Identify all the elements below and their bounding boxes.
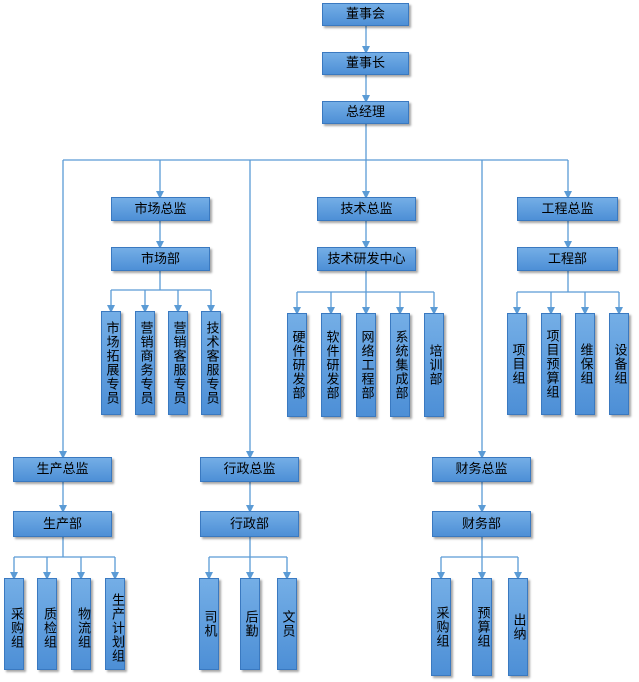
eng-unit-node: 项目预算组 xyxy=(541,313,561,415)
production-director-node: 生产总监 xyxy=(13,457,112,482)
admin-unit-node: 后勤 xyxy=(240,578,260,670)
finance-unit-node: 预算组 xyxy=(472,578,492,676)
tech-unit-node: 硬件研发部 xyxy=(287,313,307,417)
finance-dept-node: 财务部 xyxy=(432,511,531,537)
production-unit-node: 生产计划组 xyxy=(105,578,125,670)
market-unit-node: 营销商务专员 xyxy=(135,311,155,415)
eng-unit-node: 维保组 xyxy=(575,313,595,415)
admin-director-node: 行政总监 xyxy=(200,457,299,482)
market-unit-node: 技术客服专员 xyxy=(201,311,221,415)
tech-unit-node: 培训部 xyxy=(424,313,444,417)
tech-unit-node: 网络工程部 xyxy=(356,313,376,417)
finance-unit-node: 出纳 xyxy=(508,578,528,676)
technical-director-node: 技术总监 xyxy=(317,197,416,221)
tech-unit-node: 软件研发部 xyxy=(321,313,341,417)
eng-unit-node: 设备组 xyxy=(609,313,629,415)
eng-unit-node: 项目组 xyxy=(507,313,527,415)
admin-dept-node: 行政部 xyxy=(200,511,299,537)
market-unit-node: 市场拓展专员 xyxy=(101,311,121,415)
tech-rd-center-node: 技术研发中心 xyxy=(317,247,416,271)
chairman-node: 董事长 xyxy=(322,52,409,75)
production-unit-node: 质检组 xyxy=(37,578,57,670)
board-node: 董事会 xyxy=(322,3,409,26)
marketing-director-node: 市场总监 xyxy=(111,197,210,221)
engineering-director-node: 工程总监 xyxy=(517,197,618,221)
production-unit-node: 物流组 xyxy=(71,578,91,670)
tech-unit-node: 系统集成部 xyxy=(390,313,410,417)
admin-unit-node: 文员 xyxy=(277,578,297,670)
finance-director-node: 财务总监 xyxy=(432,457,531,482)
production-unit-node: 采购组 xyxy=(4,578,24,670)
finance-unit-node: 采购组 xyxy=(431,578,451,676)
marketing-dept-node: 市场部 xyxy=(111,247,210,271)
admin-unit-node: 司机 xyxy=(199,578,219,670)
production-dept-node: 生产部 xyxy=(13,511,112,537)
engineering-dept-node: 工程部 xyxy=(517,247,618,271)
general-manager-node: 总经理 xyxy=(322,101,409,124)
market-unit-node: 营销客服专员 xyxy=(168,311,188,415)
